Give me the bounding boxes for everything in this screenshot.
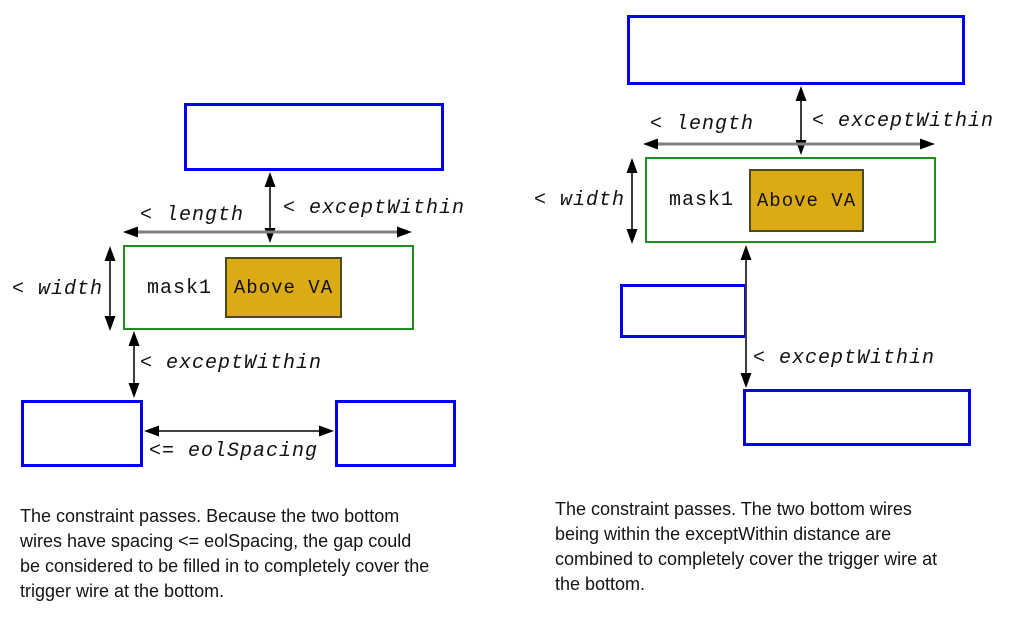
right-mask1-label: mask1 xyxy=(669,189,735,212)
left-above-va-label: Above VA xyxy=(233,276,334,299)
left-caption: The constraint passes. Because the two b… xyxy=(20,504,515,604)
right-width-label: < width xyxy=(534,189,626,212)
right-above-va-label: Above VA xyxy=(756,189,857,212)
right-except-within-top-label: < exceptWithin xyxy=(812,110,995,133)
left-except-within-bottom-label: < exceptWithin xyxy=(140,352,323,375)
right-except-within-label: < exceptWithin xyxy=(753,347,936,370)
left-width-label: < width xyxy=(12,278,104,301)
left-except-within-top-label: < exceptWithin xyxy=(283,197,466,220)
left-eol-spacing-label: <= eolSpacing xyxy=(149,440,319,463)
left-width-arrow xyxy=(104,246,116,331)
left-except-within-top-arrow xyxy=(264,172,276,243)
left-caption-line: wires have spacing <= eolSpacing, the ga… xyxy=(20,531,412,551)
right-top-wire xyxy=(627,15,965,85)
left-bottom-wire-2 xyxy=(335,400,456,467)
left-above-va-box: Above VA xyxy=(225,257,342,318)
left-bottom-wire-1 xyxy=(21,400,143,467)
left-eol-spacing-arrow xyxy=(144,425,334,437)
right-except-within-top-arrow xyxy=(795,86,807,155)
right-caption-line: the bottom. xyxy=(555,574,646,594)
left-length-label: < length xyxy=(140,204,245,227)
right-width-arrow xyxy=(626,158,638,244)
right-length-label: < length xyxy=(650,113,755,136)
right-above-va-box: Above VA xyxy=(749,169,864,232)
left-caption-line: be considered to be filled in to complet… xyxy=(20,556,430,576)
left-caption-line: The constraint passes. Because the two b… xyxy=(20,506,400,526)
right-caption-line: combined to completely cover the trigger… xyxy=(555,549,938,569)
right-length-arrow xyxy=(643,138,935,150)
left-mask1-label: mask1 xyxy=(147,277,213,300)
left-caption-line: trigger wire at the bottom. xyxy=(20,581,225,601)
right-caption: The constraint passes. The two bottom wi… xyxy=(555,497,1010,597)
left-length-arrow xyxy=(123,226,412,238)
right-middle-wire xyxy=(620,284,747,338)
right-caption-line: The constraint passes. The two bottom wi… xyxy=(555,499,912,519)
right-caption-line: being within the exceptWithin distance a… xyxy=(555,524,892,544)
left-top-wire xyxy=(184,103,444,171)
left-except-within-bottom-arrow xyxy=(128,331,140,398)
right-bottom-wire xyxy=(743,389,971,446)
